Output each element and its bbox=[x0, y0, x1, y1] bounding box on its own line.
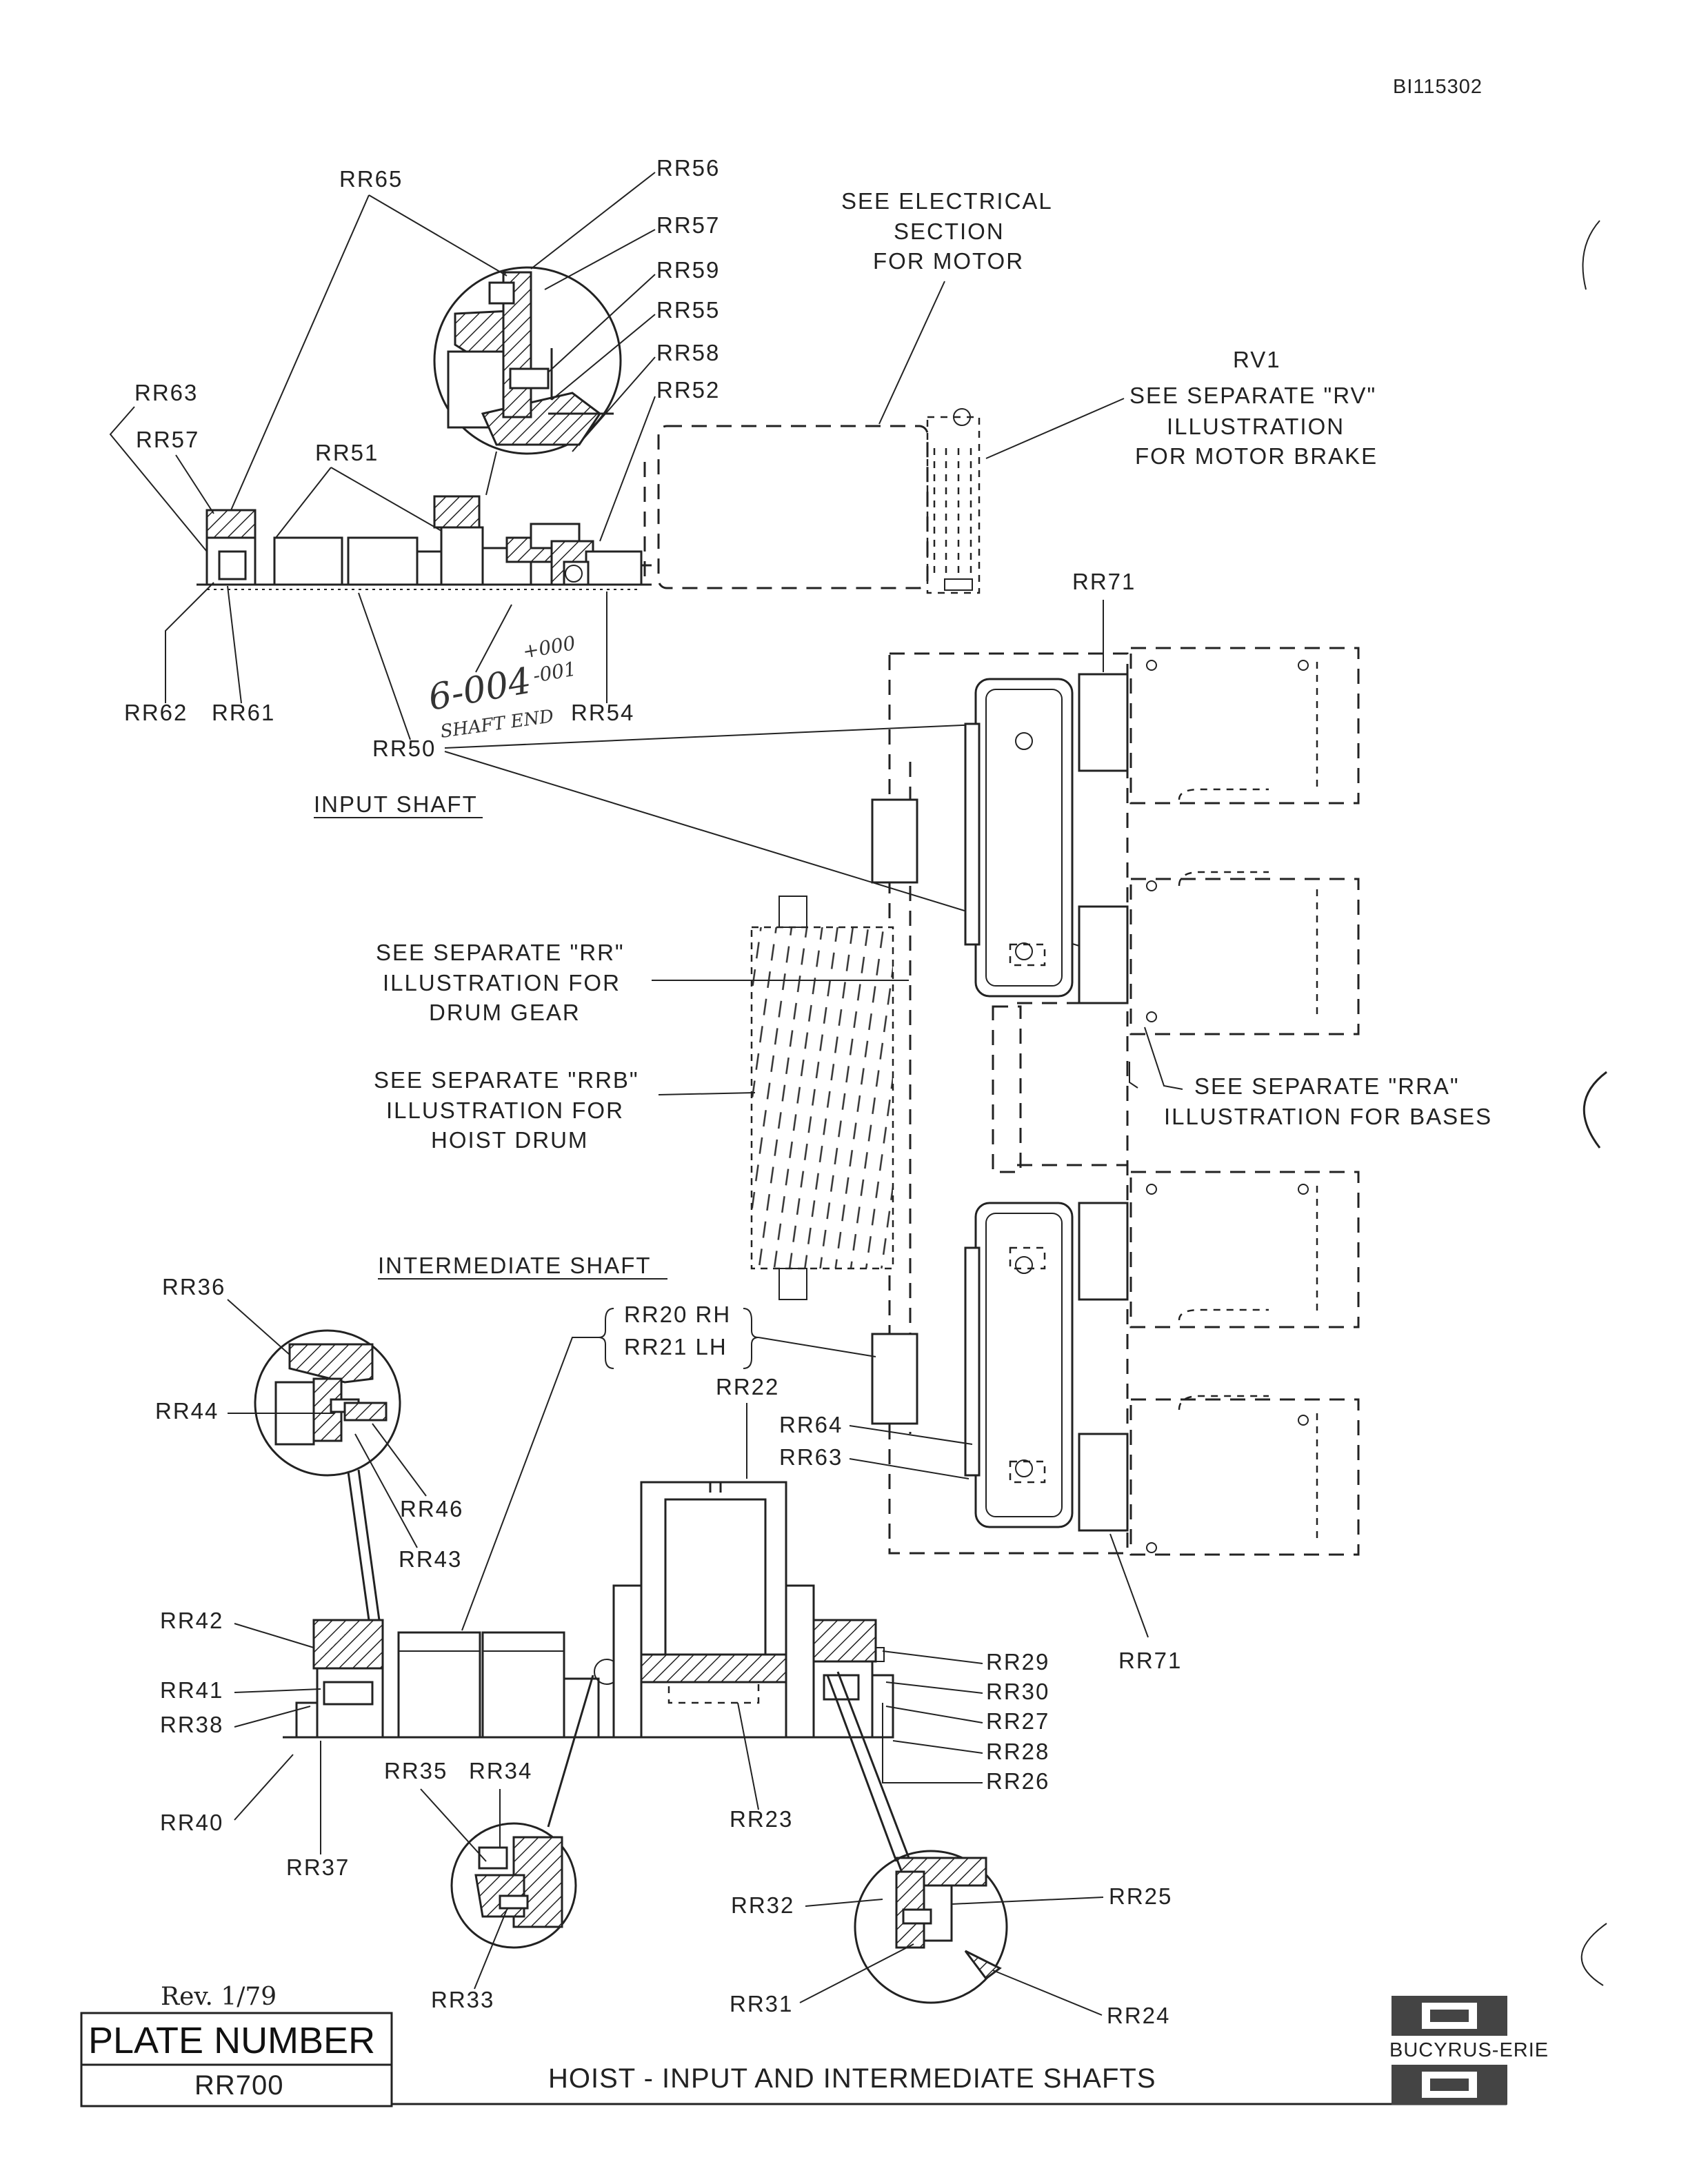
callout-rr46: RR46 bbox=[400, 1496, 463, 1521]
svg-text:SEE SEPARATE "RRA": SEE SEPARATE "RRA" bbox=[1194, 1073, 1460, 1099]
callout-rr35: RR35 bbox=[384, 1758, 448, 1783]
callout-rr36: RR36 bbox=[162, 1274, 225, 1300]
punch-mark-1 bbox=[1582, 220, 1600, 290]
callout-rr27: RR27 bbox=[986, 1708, 1049, 1734]
motor-outline: RR65 RR56 RR57 RR59 RR55 RR58 RR52 RR63 … bbox=[80, 155, 1607, 2107]
document-id: BI115302 bbox=[1393, 76, 1483, 98]
punch-mark-3 bbox=[1580, 1923, 1607, 1986]
svg-text:FOR MOTOR BRAKE: FOR MOTOR BRAKE bbox=[1135, 443, 1378, 469]
bases-note: SEE SEPARATE "RRA" ILLUSTRATION FOR BASE… bbox=[1129, 1027, 1492, 1129]
drum-gear-note: SEE SEPARATE "RR" ILLUSTRATION FOR DRUM … bbox=[376, 940, 909, 1025]
callout-rr21: RR21 LH bbox=[624, 1334, 727, 1359]
hoist-drum-note: SEE SEPARATE "RRB" ILLUSTRATION FOR HOIS… bbox=[374, 1067, 756, 1153]
callout-rr43: RR43 bbox=[399, 1546, 462, 1572]
callout-rr63: RR63 bbox=[779, 1444, 843, 1470]
callout-rr64: RR64 bbox=[779, 1412, 843, 1437]
callout-rr57-left: RR57 bbox=[136, 427, 199, 452]
callout-rr51: RR51 bbox=[315, 440, 379, 465]
svg-text:6-004: 6-004 bbox=[425, 660, 534, 719]
callout-rr59: RR59 bbox=[656, 257, 720, 283]
section-title-input: INPUT SHAFT bbox=[314, 791, 478, 817]
motor-brake-note: RV1 SEE SEPARATE "RV" ILLUSTRATION FOR M… bbox=[985, 347, 1378, 469]
gear-case-lower bbox=[871, 1202, 1129, 1532]
svg-text:-001: -001 bbox=[531, 657, 578, 687]
callout-rr61: RR61 bbox=[212, 700, 275, 725]
svg-text:ILLUSTRATION FOR: ILLUSTRATION FOR bbox=[383, 970, 621, 995]
callout-rr57-top: RR57 bbox=[656, 212, 720, 238]
svg-text:RV1: RV1 bbox=[1233, 347, 1281, 372]
svg-text:SEE ELECTRICAL: SEE ELECTRICAL bbox=[841, 188, 1053, 214]
brand-name: BUCYRUS-ERIE bbox=[1389, 2039, 1549, 2061]
callout-rr23: RR23 bbox=[730, 1806, 793, 1832]
svg-text:DRUM GEAR: DRUM GEAR bbox=[429, 1000, 581, 1025]
intermediate-detail-bottom-left bbox=[450, 1822, 577, 1949]
plate-value: RR700 bbox=[194, 2070, 284, 2101]
svg-text:FOR MOTOR: FOR MOTOR bbox=[873, 248, 1024, 274]
intermediate-shaft-assembly bbox=[283, 1481, 894, 1739]
svg-text:SECTION: SECTION bbox=[894, 219, 1005, 244]
electrical-note: SEE ELECTRICAL SECTION FOR MOTOR bbox=[841, 188, 1053, 425]
section-title-intermediate: INTERMEDIATE SHAFT bbox=[378, 1253, 652, 1278]
callout-rr56: RR56 bbox=[656, 155, 720, 181]
svg-text:SEE SEPARATE "RV": SEE SEPARATE "RV" bbox=[1129, 383, 1376, 408]
intermediate-detail-top-left bbox=[254, 1329, 401, 1477]
callout-rr24: RR24 bbox=[1107, 2003, 1170, 2028]
revision: Rev. 1/79 bbox=[161, 1983, 277, 2011]
gear-case-upper bbox=[871, 673, 1129, 1004]
callout-rr20: RR20 RH bbox=[624, 1302, 731, 1327]
callout-rr22: RR22 bbox=[716, 1374, 779, 1399]
callout-rr52: RR52 bbox=[656, 377, 720, 403]
callout-rr30: RR30 bbox=[986, 1679, 1049, 1704]
bucyrus-erie-logo: BUCYRUS-ERIE bbox=[1389, 1996, 1549, 2105]
hoist-drum bbox=[750, 896, 894, 1300]
svg-text:HOIST DRUM: HOIST DRUM bbox=[431, 1127, 588, 1153]
input-shaft-assembly bbox=[197, 495, 652, 590]
callout-rr71-bottom: RR71 bbox=[1118, 1648, 1182, 1673]
callout-rr28: RR28 bbox=[986, 1739, 1049, 1764]
input-shaft-detail bbox=[433, 266, 622, 455]
svg-text:ILLUSTRATION: ILLUSTRATION bbox=[1167, 414, 1345, 439]
svg-text:SEE SEPARATE "RRB": SEE SEPARATE "RRB" bbox=[374, 1067, 639, 1093]
callout-rr71-top: RR71 bbox=[1072, 569, 1136, 594]
plate-label: PLATE NUMBER bbox=[88, 2020, 375, 2061]
callout-rr34: RR34 bbox=[469, 1758, 532, 1783]
callout-rr33: RR33 bbox=[431, 1987, 494, 2012]
callout-rr63-left: RR63 bbox=[134, 380, 198, 405]
callout-rr54: RR54 bbox=[571, 700, 634, 725]
intermediate-shaft-callouts: RR36 RR44 RR46 RR43 RR42 RR41 RR38 RR40 … bbox=[155, 1274, 1172, 2028]
callout-rr32: RR32 bbox=[731, 1892, 794, 1918]
svg-text:ILLUSTRATION FOR: ILLUSTRATION FOR bbox=[386, 1098, 624, 1123]
callout-rr42: RR42 bbox=[160, 1608, 223, 1633]
title-block: Rev. 1/79 PLATE NUMBER RR700 HOIST - INP… bbox=[80, 1983, 1549, 2107]
callout-rr25: RR25 bbox=[1109, 1883, 1172, 1909]
callout-rr55: RR55 bbox=[656, 297, 720, 323]
svg-text:SEE SEPARATE "RR": SEE SEPARATE "RR" bbox=[376, 940, 625, 965]
callout-rr29: RR29 bbox=[986, 1649, 1049, 1675]
input-shaft-callouts: RR65 RR56 RR57 RR59 RR55 RR58 RR52 RR63 … bbox=[109, 155, 1080, 947]
punch-mark-2 bbox=[1582, 1071, 1607, 1149]
callout-rr38: RR38 bbox=[160, 1712, 223, 1737]
callout-rr31: RR31 bbox=[730, 1991, 793, 2016]
svg-text:ILLUSTRATION FOR BASES: ILLUSTRATION FOR BASES bbox=[1164, 1104, 1492, 1129]
callout-rr50: RR50 bbox=[372, 736, 436, 761]
callout-rr40: RR40 bbox=[160, 1810, 223, 1835]
intermediate-detail-bottom-right bbox=[854, 1850, 1008, 2004]
motor-brake bbox=[926, 408, 981, 594]
callout-rr62: RR62 bbox=[124, 700, 188, 725]
callout-rr41: RR41 bbox=[160, 1677, 223, 1703]
callout-rr65: RR65 bbox=[339, 166, 403, 192]
callout-rr58: RR58 bbox=[656, 340, 720, 365]
callout-rr26: RR26 bbox=[986, 1768, 1049, 1794]
drawing-title: HOIST - INPUT AND INTERMEDIATE SHAFTS bbox=[548, 2063, 1156, 2094]
handwritten-note: 6-004 +000 -001 SHAFT END bbox=[425, 604, 578, 742]
callout-rr37: RR37 bbox=[286, 1854, 350, 1880]
callout-rr44: RR44 bbox=[155, 1398, 219, 1424]
bases-outline bbox=[888, 647, 1360, 1556]
